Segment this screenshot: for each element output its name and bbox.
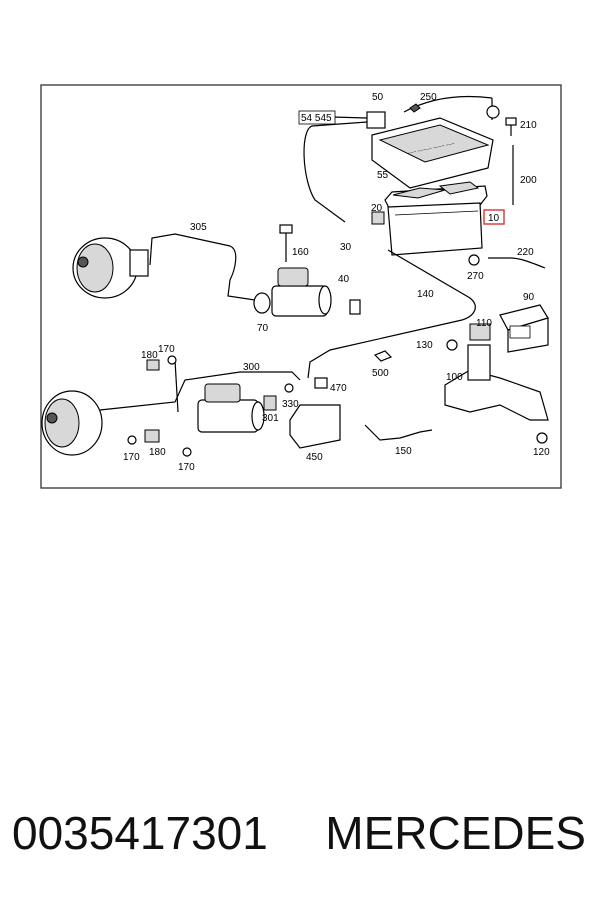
label-170-left: 170 bbox=[123, 452, 140, 463]
clip-470-part[interactable] bbox=[314, 377, 328, 389]
grommet-180-upper[interactable] bbox=[146, 359, 160, 371]
nut-130-part[interactable] bbox=[446, 339, 458, 351]
starter-upper-part[interactable] bbox=[253, 267, 332, 317]
label-20: 20 bbox=[371, 203, 383, 214]
nut-330-part[interactable] bbox=[284, 383, 294, 393]
label-54545-box bbox=[298, 110, 336, 125]
relay-110-part[interactable] bbox=[469, 323, 491, 341]
alternator-lower-part[interactable] bbox=[41, 390, 103, 456]
label-250: 250 bbox=[420, 92, 437, 103]
label-180-lower: 180 bbox=[149, 447, 166, 458]
label-220: 220 bbox=[517, 247, 534, 258]
terminal-clamp-part[interactable] bbox=[366, 95, 500, 129]
label-330: 330 bbox=[282, 399, 299, 410]
holder-450-part[interactable] bbox=[289, 404, 341, 449]
cable-140-part[interactable] bbox=[307, 249, 476, 379]
label-54545: 54 545 bbox=[301, 113, 332, 124]
label-90: 90 bbox=[523, 292, 535, 303]
battery-part[interactable] bbox=[384, 181, 488, 256]
label-470: 470 bbox=[330, 383, 347, 394]
label-160: 160 bbox=[292, 247, 309, 258]
caption-bar: 0035417301 MERCEDES bbox=[0, 798, 600, 868]
label-305: 305 bbox=[190, 222, 207, 233]
brand-name: MERCEDES bbox=[325, 807, 586, 859]
nut-120-part[interactable] bbox=[536, 432, 548, 444]
nut-170-c[interactable] bbox=[182, 447, 192, 457]
label-200: 200 bbox=[520, 175, 537, 186]
parts-diagram: ~~~ ~~~~~ ~~~~ ~~~ bbox=[40, 84, 562, 489]
label-110: 110 bbox=[476, 318, 492, 329]
aux-battery-part[interactable] bbox=[499, 304, 549, 353]
nut-170-b[interactable] bbox=[127, 435, 137, 445]
label-100: 100 bbox=[446, 372, 463, 383]
vent-hose-part[interactable] bbox=[349, 211, 385, 315]
label-10: 10 bbox=[488, 213, 500, 224]
label-180-upper: 180 bbox=[141, 350, 158, 361]
bracket-100-part[interactable] bbox=[444, 344, 549, 421]
label-10-highlight bbox=[483, 209, 505, 225]
label-300: 300 bbox=[243, 362, 260, 373]
label-270: 270 bbox=[467, 271, 484, 282]
label-120: 120 bbox=[533, 447, 550, 458]
nut-270-part[interactable] bbox=[468, 254, 480, 266]
label-450: 450 bbox=[306, 452, 323, 463]
label-170-upper: 170 bbox=[158, 344, 175, 355]
label-140: 140 bbox=[417, 289, 434, 300]
battery-cover-part[interactable]: ~~~ ~~~~~ ~~~~ ~~~ bbox=[371, 117, 494, 189]
cable-150-part[interactable] bbox=[364, 424, 433, 441]
label-170-bottom: 170 bbox=[178, 462, 195, 473]
cable-300-part[interactable] bbox=[99, 371, 301, 411]
label-500: 500 bbox=[372, 368, 389, 379]
grommet-180-lower[interactable] bbox=[144, 429, 160, 443]
label-70: 70 bbox=[257, 323, 269, 334]
bolt-160-part[interactable] bbox=[279, 224, 293, 262]
cable-305-part[interactable] bbox=[149, 233, 256, 301]
label-50: 50 bbox=[372, 92, 384, 103]
label-55: 55 bbox=[377, 170, 389, 181]
terminal-301-part[interactable] bbox=[263, 395, 277, 411]
label-301: 301 bbox=[262, 413, 279, 424]
label-210: 210 bbox=[520, 120, 537, 131]
nut-170-a[interactable] bbox=[167, 355, 177, 365]
part-number: 0035417301 bbox=[12, 807, 268, 859]
clip-500-part[interactable] bbox=[373, 350, 393, 362]
label-150: 150 bbox=[395, 446, 412, 457]
cable-220-part[interactable] bbox=[488, 257, 546, 269]
alternator-upper-part[interactable] bbox=[72, 237, 149, 299]
bolt-210-part[interactable] bbox=[505, 117, 517, 136]
battery-cable-main[interactable] bbox=[303, 116, 368, 223]
label-40: 40 bbox=[338, 274, 350, 285]
label-130: 130 bbox=[416, 340, 433, 351]
label-30: 30 bbox=[340, 242, 352, 253]
starter-lower-part[interactable] bbox=[197, 383, 265, 433]
labels-group: 50 250 54 545 210 55 200 20 10 305 160 3… bbox=[123, 92, 550, 473]
